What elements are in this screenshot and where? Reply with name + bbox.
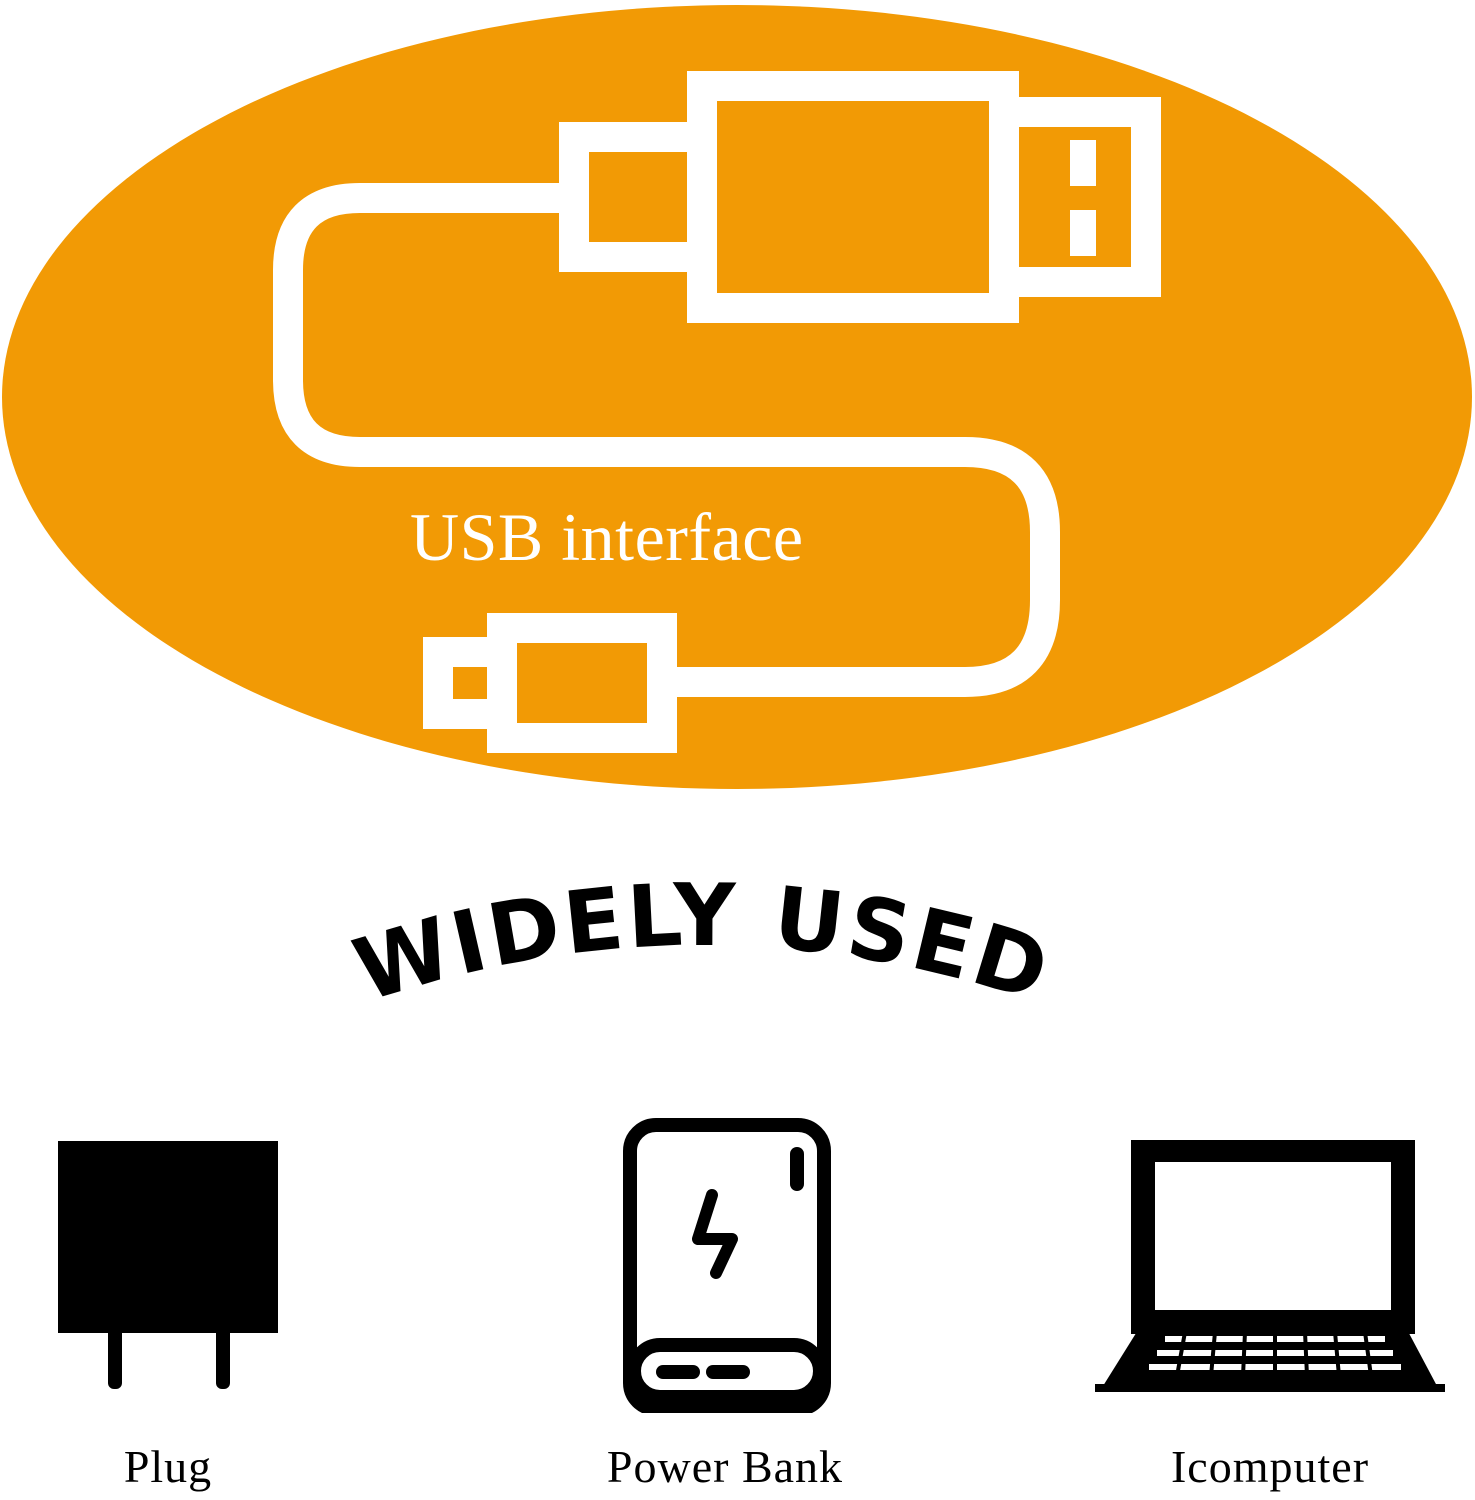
power-bank-label: Power Bank <box>606 1441 844 1492</box>
laptop-icon <box>1095 1140 1445 1392</box>
plug-label: Plug <box>123 1441 213 1492</box>
usb-cable-icon <box>273 71 1161 753</box>
computer-label: Icomputer <box>1170 1441 1370 1492</box>
usb-pins <box>1070 140 1096 256</box>
heading-text: WIDELY USED <box>343 866 1062 1022</box>
usb-interface-label: USB interface <box>410 499 804 575</box>
usb-banner <box>2 5 1472 789</box>
heading-text-path: WIDELY USED <box>343 866 1059 1022</box>
plug-icon <box>58 1141 278 1389</box>
widely-used-heading: WIDELY USED <box>343 866 1062 1022</box>
power-bank-icon <box>623 1118 831 1413</box>
